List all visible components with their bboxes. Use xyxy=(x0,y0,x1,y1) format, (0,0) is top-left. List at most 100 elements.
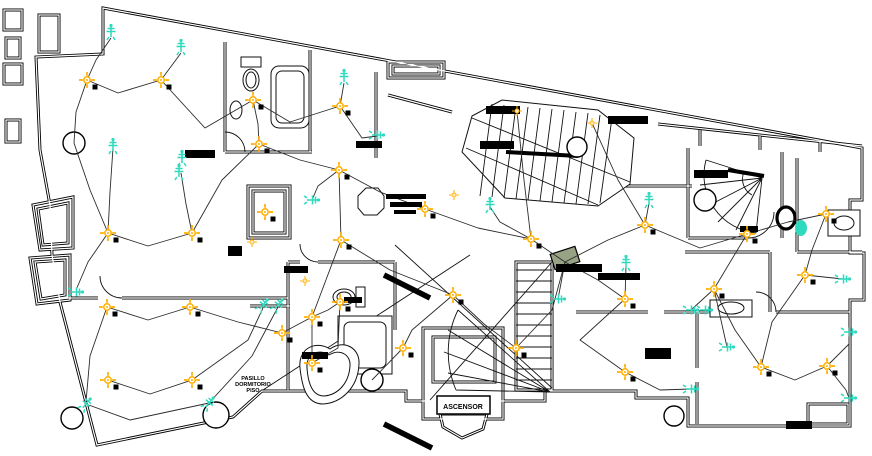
wire xyxy=(760,274,806,368)
wire xyxy=(85,402,210,421)
corridor-label-line3: PISO xyxy=(246,388,260,394)
label-bar xyxy=(394,210,416,214)
elevator-bay xyxy=(438,412,489,440)
column xyxy=(663,405,685,427)
wire xyxy=(191,307,264,381)
wire xyxy=(86,79,162,94)
label-bar xyxy=(486,106,520,114)
column xyxy=(566,136,588,158)
switch xyxy=(630,376,636,382)
wire xyxy=(564,224,646,263)
wire xyxy=(191,143,260,234)
closet-top-left xyxy=(37,13,61,54)
wire xyxy=(746,213,827,235)
wire xyxy=(311,239,342,318)
switch xyxy=(197,384,203,390)
label-bar xyxy=(598,273,640,280)
wire xyxy=(530,238,566,263)
label-bar xyxy=(556,264,602,272)
thick-bar xyxy=(382,421,434,451)
switch xyxy=(197,237,203,243)
elevator-car xyxy=(432,336,496,383)
label-bar xyxy=(608,116,648,124)
wire xyxy=(311,169,340,201)
elevator-label: ASCENSOR xyxy=(443,404,483,411)
wire xyxy=(73,142,109,234)
label-bar xyxy=(284,266,308,273)
wire xyxy=(189,306,283,334)
stairs xyxy=(262,99,765,401)
switch xyxy=(650,229,656,235)
column xyxy=(693,188,717,212)
wire xyxy=(402,294,454,349)
wire xyxy=(579,298,626,373)
switch xyxy=(521,352,527,358)
bay-window xyxy=(32,196,74,251)
label-bar xyxy=(645,348,671,359)
lights-layer xyxy=(67,23,858,414)
label-bar xyxy=(302,352,328,359)
wire xyxy=(86,37,112,81)
wire xyxy=(107,147,114,234)
facade-box xyxy=(5,119,21,143)
label-bar xyxy=(740,226,758,232)
window-band xyxy=(387,61,445,79)
wire xyxy=(160,52,182,81)
switch xyxy=(195,311,201,317)
wire xyxy=(73,79,88,144)
facade-box xyxy=(4,118,22,144)
corner-room xyxy=(806,402,850,426)
switch xyxy=(113,384,119,390)
wire xyxy=(340,239,454,296)
toilet xyxy=(240,56,262,92)
label-bar xyxy=(786,421,812,429)
wire xyxy=(107,232,193,247)
wire xyxy=(591,122,646,226)
wire xyxy=(371,347,404,381)
switch xyxy=(344,174,350,180)
wire xyxy=(338,169,342,241)
closet-top-left xyxy=(38,14,60,53)
columns-layer xyxy=(60,131,717,430)
wire xyxy=(713,233,748,290)
switch xyxy=(112,311,118,317)
wire xyxy=(452,294,517,349)
switch xyxy=(430,213,436,219)
lower-stair-treads xyxy=(516,269,552,381)
closet xyxy=(247,185,291,239)
wire xyxy=(258,143,340,171)
switch xyxy=(536,243,542,249)
thick-bar xyxy=(382,272,432,301)
corridor-label-line1: PASILLO xyxy=(241,376,265,382)
bidet-teal xyxy=(795,220,807,236)
bathtub xyxy=(270,65,310,129)
switch xyxy=(270,216,276,222)
label-bars-layer xyxy=(185,106,812,451)
switch xyxy=(832,370,838,376)
switch xyxy=(92,84,98,90)
wire xyxy=(107,379,193,395)
switch xyxy=(831,218,837,224)
wire xyxy=(760,365,828,381)
toilet xyxy=(775,205,797,231)
fan-stair xyxy=(443,309,551,393)
vanity-sink xyxy=(709,299,753,318)
switch xyxy=(166,84,172,90)
label-bar xyxy=(480,141,514,149)
wire xyxy=(713,288,762,368)
label-bar xyxy=(386,194,426,199)
switch xyxy=(458,299,464,305)
switch xyxy=(287,337,293,343)
wire xyxy=(208,306,279,404)
facade-box xyxy=(2,62,24,86)
elevator-shaft xyxy=(422,327,504,420)
switch xyxy=(317,367,323,373)
wire xyxy=(339,105,378,139)
wire xyxy=(515,261,566,349)
switch xyxy=(766,371,772,377)
switch xyxy=(630,303,636,309)
switch xyxy=(345,306,351,312)
column xyxy=(202,401,230,429)
switch xyxy=(113,237,119,243)
